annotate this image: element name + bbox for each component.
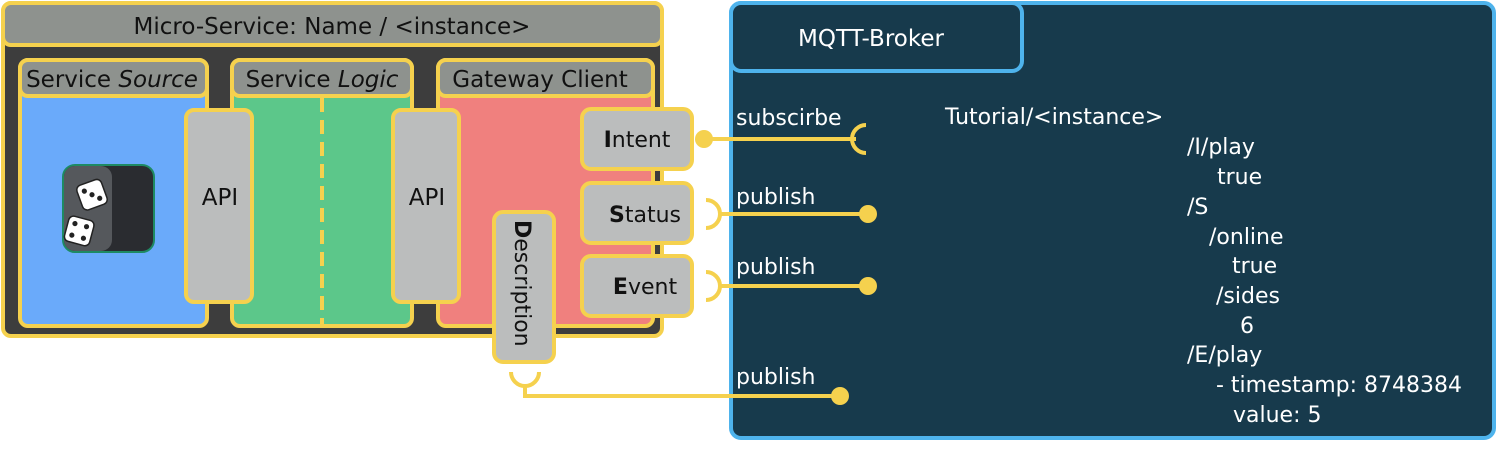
description-ball-icon: [831, 387, 849, 405]
intent-port: Intent: [580, 107, 694, 171]
mqtt-broker-title: MQTT-Broker: [798, 26, 944, 52]
topic-line: - timestamp: 8748384: [1216, 373, 1462, 398]
topic-line: /S: [1187, 195, 1208, 220]
intent-ball-icon: [695, 130, 713, 148]
topic-line: value: 5: [1233, 403, 1322, 428]
event-ball-icon: [859, 277, 877, 295]
api-connector-left: API: [184, 108, 254, 304]
microservice-title: Micro-Service: Name / <instance>: [134, 14, 531, 40]
topic-root: Tutorial/<instance>: [944, 105, 1163, 130]
service-logic-title: Service Logic: [246, 67, 399, 93]
intent-label: Intent: [604, 128, 671, 153]
service-logic-panel: Service Logic: [230, 58, 414, 328]
topic-line: true: [1217, 165, 1262, 190]
dice-icon: [62, 164, 155, 253]
api-connector-right: API: [391, 108, 461, 304]
topic-line: /online: [1209, 225, 1284, 250]
service-source-panel: Service Source: [18, 58, 209, 328]
api-left-label: API: [202, 185, 238, 211]
mqtt-broker-header: [729, 1, 1024, 73]
status-action-label: publish: [736, 185, 816, 210]
intent-action-label: subscirbe: [736, 106, 842, 131]
connectors: [509, 123, 868, 398]
status-ball-icon: [859, 205, 877, 223]
status-port: Status: [580, 181, 694, 245]
description-action-label: publish: [736, 365, 816, 390]
connector-endpoints: [695, 130, 877, 405]
topic-tree: Tutorial/<instance> /I/play true /S /onl…: [944, 105, 1462, 428]
description-label: Description: [509, 220, 534, 347]
event-action-label: publish: [736, 255, 816, 280]
topic-line: /I/play: [1187, 135, 1255, 160]
topic-line: 6: [1240, 314, 1254, 339]
event-label: Event: [613, 275, 678, 300]
status-label: Status: [609, 203, 681, 228]
gateway-client-title: Gateway Client: [452, 67, 628, 93]
description-port: Description: [492, 210, 556, 364]
topic-line: true: [1232, 254, 1277, 279]
event-port: Event: [580, 254, 694, 318]
microservice-header: [1, 1, 664, 47]
topic-line: /E/play: [1187, 343, 1262, 368]
api-right-label: API: [409, 185, 445, 211]
service-source-title: Service Source: [26, 67, 198, 93]
mqtt-broker-panel: MQTT-Broker: [729, 1, 1496, 440]
topic-line: /sides: [1216, 284, 1280, 309]
